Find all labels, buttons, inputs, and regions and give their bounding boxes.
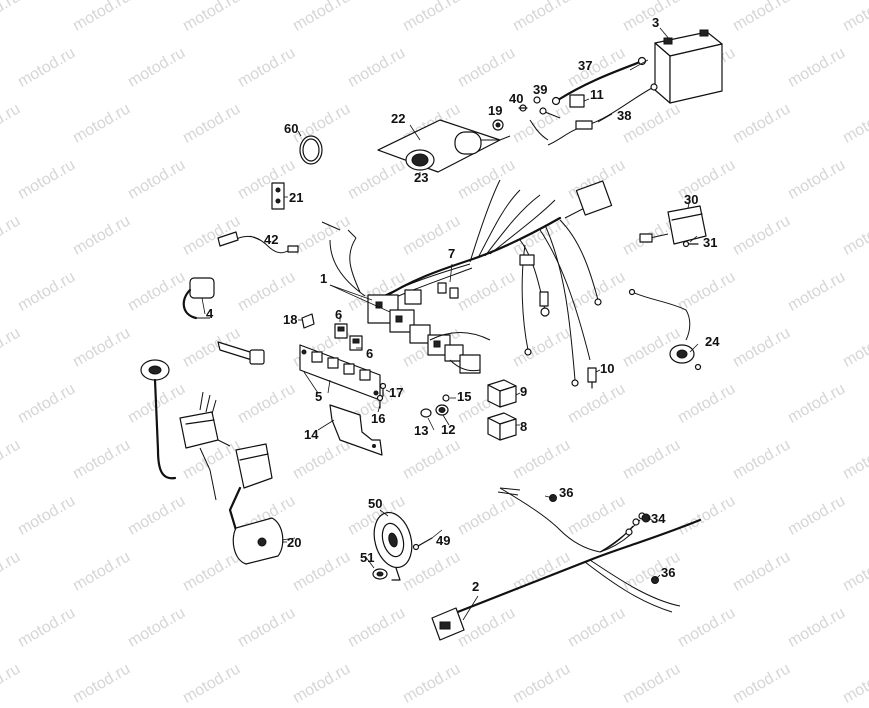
- bracket-plate-part-14: [329, 404, 383, 456]
- callout-14: 14: [304, 427, 319, 442]
- regulator-part-30: [639, 205, 707, 245]
- screw-part-17: [379, 382, 387, 397]
- callout-49: 49: [436, 533, 451, 548]
- screw-part-31: [682, 240, 699, 248]
- grommet-part-12: [435, 404, 449, 416]
- callout-21: 21: [289, 190, 304, 205]
- main-wiring-harness-part-1: [321, 179, 613, 387]
- callout-10: 10: [600, 361, 615, 376]
- callout-16: 16: [371, 411, 386, 426]
- callout-37: 37: [578, 58, 593, 73]
- watermark-text: motod.ru: [0, 660, 24, 707]
- diagram-artwork: [140, 27, 723, 641]
- relay-cube-part-9: [487, 379, 517, 408]
- callout-24: 24: [705, 334, 720, 349]
- callout-34: 34: [651, 511, 666, 526]
- watermark-text: motod.ru: [840, 660, 869, 707]
- watermark-text: motod.ru: [510, 660, 574, 707]
- callout-5: 5: [315, 389, 323, 404]
- sensor-part-10: [587, 367, 601, 389]
- callout-36b: 36: [661, 565, 676, 580]
- fuse-holder-part-11: [569, 94, 590, 108]
- key-part: [217, 341, 265, 365]
- connector-part-7: [437, 282, 459, 299]
- callout-36a: 36: [559, 485, 574, 500]
- callout-12: 12: [441, 422, 456, 437]
- watermark-text: motod.ru: [730, 660, 794, 707]
- callout-20: 20: [287, 535, 302, 550]
- rear-harness-part-2: [431, 487, 702, 641]
- callout-11: 11: [590, 87, 604, 102]
- screw-part-49: [412, 537, 433, 551]
- grommet-part-15: [442, 394, 450, 402]
- grommet-part-13: [420, 408, 432, 418]
- callout-15: 15: [457, 389, 472, 404]
- callout-19: 19: [488, 103, 503, 118]
- screw-part-16: [376, 394, 384, 409]
- fuse-board-part-5: [299, 344, 381, 401]
- callout-40: 40: [509, 91, 524, 106]
- callout-2: 2: [472, 579, 480, 594]
- sensor-bracket-part-21: [271, 182, 288, 210]
- callout-6a: 6: [335, 307, 343, 322]
- relay-cube-part-8: [487, 412, 517, 441]
- callout-17: 17: [389, 385, 404, 400]
- spacer-part-51: [372, 568, 388, 580]
- relay-part-6a: [334, 323, 348, 339]
- screw-part-40: [518, 104, 528, 112]
- callout-22: 22: [391, 111, 406, 126]
- callout-13: 13: [414, 423, 429, 438]
- grommet-part-34: [641, 513, 651, 523]
- callout-42: 42: [264, 232, 279, 247]
- watermark-text: motod.ru: [290, 660, 354, 707]
- watermark-text: motod.ru: [400, 660, 464, 707]
- callout-51: 51: [360, 550, 375, 565]
- leader-lines: [201, 59, 699, 621]
- callout-31: 31: [703, 235, 718, 250]
- callout-30: 30: [684, 192, 699, 207]
- clamp-ring-part-60: [297, 130, 323, 165]
- watermark-text: motod.ru: [620, 660, 684, 707]
- watermark-text: motod.ru: [180, 660, 244, 707]
- handlebar-switch-part-20: [217, 439, 287, 565]
- sensor-part-24: [628, 288, 702, 371]
- screw-part-39: [533, 96, 541, 104]
- callout-7: 7: [448, 246, 456, 261]
- callout-1: 1: [320, 271, 328, 286]
- grommet-part-19: [492, 119, 504, 131]
- watermark-text: motod.ru: [70, 660, 134, 707]
- callout-23: 23: [414, 170, 429, 185]
- horn-part-50: [373, 511, 413, 581]
- callout-50: 50: [368, 496, 383, 511]
- callout-39: 39: [533, 82, 548, 97]
- ignition-coil-part-22: [377, 119, 511, 176]
- callout-8: 8: [520, 419, 528, 434]
- battery-part-3: [654, 27, 723, 104]
- callout-3: 3: [652, 15, 660, 30]
- callout-6b: 6: [366, 346, 374, 361]
- callout-9: 9: [520, 384, 528, 399]
- clip-part-18: [301, 313, 315, 329]
- relay-part-6b: [349, 335, 363, 351]
- ignition-switch-assembly: [140, 359, 219, 501]
- sensor-part-42: [217, 231, 299, 254]
- callout-18: 18: [283, 312, 298, 327]
- fuse-wire-part-38: [529, 83, 658, 146]
- callout-60: 60: [284, 121, 299, 136]
- callout-4: 4: [206, 306, 214, 321]
- callout-38: 38: [617, 108, 632, 123]
